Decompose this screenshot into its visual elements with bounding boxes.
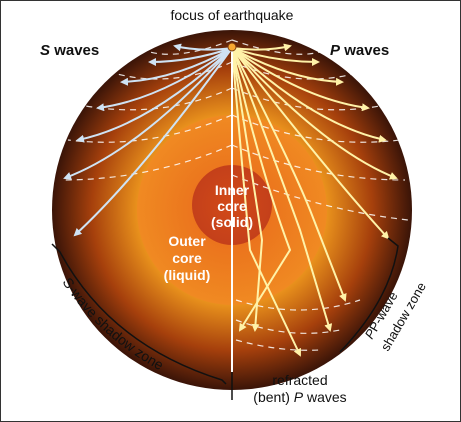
outer-core-line3: (liquid) — [164, 267, 211, 283]
outer-core-line1: Outer — [168, 233, 206, 249]
refracted-line2: (bent) P waves — [253, 389, 346, 405]
inner-core-line2: core — [217, 198, 247, 214]
focus-point — [227, 42, 237, 52]
focus-label: focus of earthquake — [171, 7, 294, 23]
p-shadow-bracket — [339, 237, 399, 353]
s-waves-label: S waves — [40, 42, 99, 59]
inner-core-line1: Inner — [215, 182, 250, 198]
s-wave-rays — [63, 43, 233, 237]
s-shadow-bracket — [51, 243, 227, 385]
p-wave-rays — [231, 43, 398, 357]
refracted-line1: refracted — [272, 372, 327, 388]
inner-core-line3: (solid) — [211, 214, 253, 230]
outer-core-line2: core — [172, 250, 202, 266]
p-waves-label: P waves — [330, 42, 389, 59]
